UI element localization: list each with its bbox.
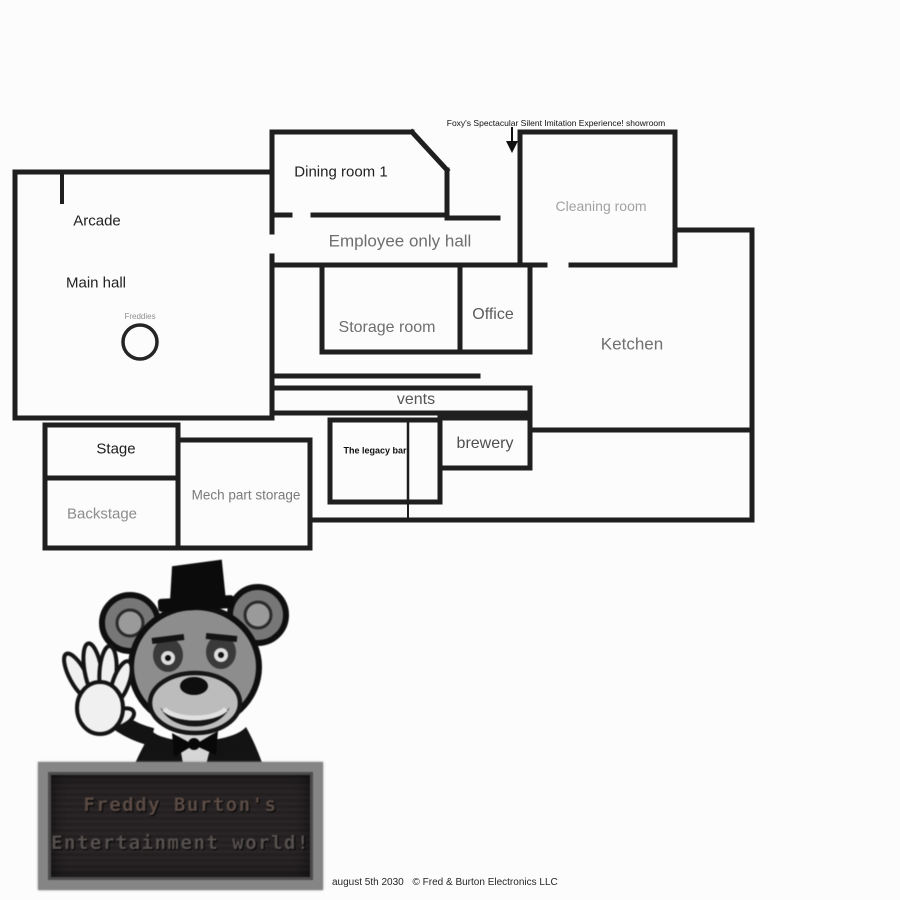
room-label-employee-only-hall: Employee only hall [328, 231, 472, 251]
room-label-main-hall: Main hall [65, 274, 127, 292]
room-label-freddies: Freddies [124, 312, 156, 321]
room-label-the-legacy-bar: The legacy bar [343, 445, 407, 456]
mascot-bow-tie [172, 731, 218, 757]
room-label-storage-room: Storage room [338, 319, 436, 336]
room-label-office: Office [472, 306, 514, 323]
mascot-top-hat [157, 559, 235, 612]
entrance-sign: Freddy Burton's Entertainment world! [38, 762, 323, 890]
footer-date: august 5th 2030 [332, 877, 404, 888]
room-label-cleaning-room: Cleaning room [555, 198, 647, 214]
room-label-vents: vents [396, 391, 436, 408]
down-arrow-icon [506, 127, 518, 153]
walls-group [12, 128, 755, 551]
sign-line-2: Entertainment world! [51, 832, 310, 854]
room-label-dining-room-1: Dining room 1 [294, 163, 388, 181]
room-label-brewery: brewery [456, 435, 514, 452]
footer-credit: august 5th 2030 © Fred & Burton Electron… [332, 877, 564, 888]
sign-line-1: Freddy Burton's [83, 794, 278, 816]
room-label-arcade: Arcade [73, 212, 121, 230]
room-label-mech-part-storage: Mech part storage [191, 487, 301, 503]
mascot-glove [62, 641, 137, 736]
footer-copyright: © Fred & Burton Electronics LLC [412, 877, 558, 888]
showroom-annotation: Foxy's Spectacular Silent Imitation Expe… [446, 117, 666, 128]
mascot-head [128, 604, 262, 736]
freddies-stage-circle [121, 323, 159, 361]
room-label-ketchen: Ketchen [600, 334, 664, 354]
freddy-mascot-illustration [62, 559, 289, 787]
room-label-stage: Stage [96, 440, 136, 458]
room-label-backstage: Backstage [66, 505, 138, 523]
